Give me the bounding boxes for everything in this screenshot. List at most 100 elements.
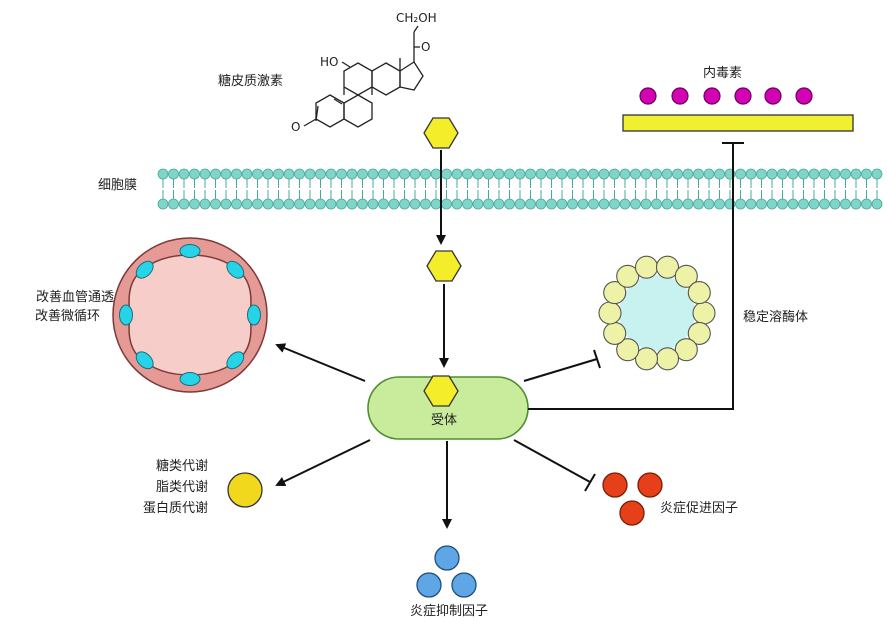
endotoxin-inhibition-line: [528, 143, 734, 410]
metabolism-effect-arrow: [275, 439, 371, 487]
lipid-head: [861, 168, 872, 180]
lipid-head: [829, 198, 841, 210]
lipid-head: [598, 198, 610, 210]
lipid-head: [430, 198, 442, 210]
lipid-head: [388, 168, 400, 180]
lipid-head: [315, 168, 326, 180]
lipid-head: [294, 168, 305, 180]
lipid-head: [199, 168, 211, 180]
lipid-head: [283, 168, 295, 180]
lipid-head: [535, 168, 547, 180]
lipid-head: [420, 198, 431, 210]
lipid-head: [210, 168, 221, 180]
carbonyl-o-label: O: [421, 40, 430, 54]
lipid-head: [168, 198, 179, 210]
endotoxin-dot: [764, 87, 782, 105]
lipid-head: [808, 168, 820, 180]
lipid-head: [420, 168, 431, 180]
lipid-head: [462, 168, 473, 180]
lipid-head: [504, 168, 515, 180]
lipid-head: [798, 168, 809, 180]
stabilize-lysosome-label: 稳定溶酶体: [743, 310, 809, 325]
lipid-head: [745, 168, 757, 180]
lipid-head: [220, 168, 232, 180]
lipid-head: [178, 198, 190, 210]
lipid-head: [798, 198, 809, 210]
lipid-head: [367, 168, 379, 180]
glucose-metabolism-label: 糖类代谢: [156, 459, 209, 474]
lysosome-bead: [603, 321, 627, 345]
lipid-head: [441, 168, 452, 180]
endothelial-nucleus: [135, 260, 154, 279]
lysosome-bead: [674, 264, 698, 288]
lipid-head: [546, 168, 557, 180]
lipid-head: [661, 198, 673, 210]
cell-membrane-bilayer: [157, 168, 883, 210]
lipid-head: [294, 198, 305, 210]
lipid-head: [651, 198, 662, 210]
cell-membrane-label: 细胞膜: [98, 178, 138, 193]
lipid-head: [283, 198, 295, 210]
lipid-head: [325, 168, 337, 180]
lysosome-bead: [598, 301, 622, 325]
lipid-head: [525, 198, 536, 210]
anti-inflammatory-label: 炎症抑制因子: [410, 604, 489, 619]
lipid-head: [409, 198, 421, 210]
lipid-head: [588, 198, 599, 210]
lipid-head: [168, 168, 179, 180]
endotoxin-dot: [734, 87, 752, 105]
lipid-head: [756, 168, 767, 180]
lipid-head: [766, 198, 778, 210]
lipid-head: [157, 168, 169, 180]
lipid-head: [199, 198, 211, 210]
ring-b: [343, 94, 373, 128]
lysosome-bead: [692, 301, 716, 325]
lipid-head: [273, 198, 284, 210]
lipid-head: [357, 168, 368, 180]
lysosome-bead: [655, 255, 680, 279]
lysosome-bead: [674, 338, 698, 362]
endotoxin-dot: [795, 87, 813, 105]
lipid-head: [850, 168, 862, 180]
lipid-head: [514, 198, 526, 210]
ring-c: [343, 62, 373, 96]
lipid-head: [262, 168, 274, 180]
lipid-head: [399, 198, 410, 210]
lipid-head: [567, 198, 578, 210]
lipid-head: [189, 198, 200, 210]
lysosome-bead: [634, 347, 659, 371]
anti-inflammatory-dot: [416, 572, 442, 598]
lipid-head: [378, 198, 389, 210]
lipid-head: [336, 168, 347, 180]
lipid-head: [787, 198, 799, 210]
lipid-head: [630, 198, 641, 210]
lipid-head: [472, 198, 484, 210]
lipid-head: [745, 198, 757, 210]
lipid-head: [714, 168, 725, 180]
lipid-head: [483, 198, 494, 210]
lipid-head: [619, 198, 631, 210]
lysosome-bead: [687, 281, 711, 305]
pro-inflammatory-dot: [637, 472, 663, 498]
lipid-head: [829, 168, 841, 180]
lipid-head: [682, 198, 694, 210]
lysosome-bead: [634, 255, 659, 279]
lipid-head: [409, 168, 421, 180]
lipid-head: [252, 198, 263, 210]
lipid-metabolism-label: 脂类代谢: [156, 480, 209, 495]
pro-inflammatory-dot: [619, 500, 645, 526]
lipid-head: [819, 198, 830, 210]
lipid-head: [777, 168, 788, 180]
lipid-head: [378, 168, 389, 180]
anti-inflammatory-dot: [451, 572, 477, 598]
lipid-head: [640, 168, 652, 180]
lipid-head: [514, 168, 526, 180]
endothelial-nucleus: [247, 304, 261, 326]
endothelial-nucleus: [135, 351, 154, 370]
endothelial-nucleus: [179, 372, 201, 386]
lipid-head: [462, 198, 473, 210]
lipid-head: [808, 198, 820, 210]
lipid-head: [672, 168, 683, 180]
lipid-head: [399, 168, 410, 180]
